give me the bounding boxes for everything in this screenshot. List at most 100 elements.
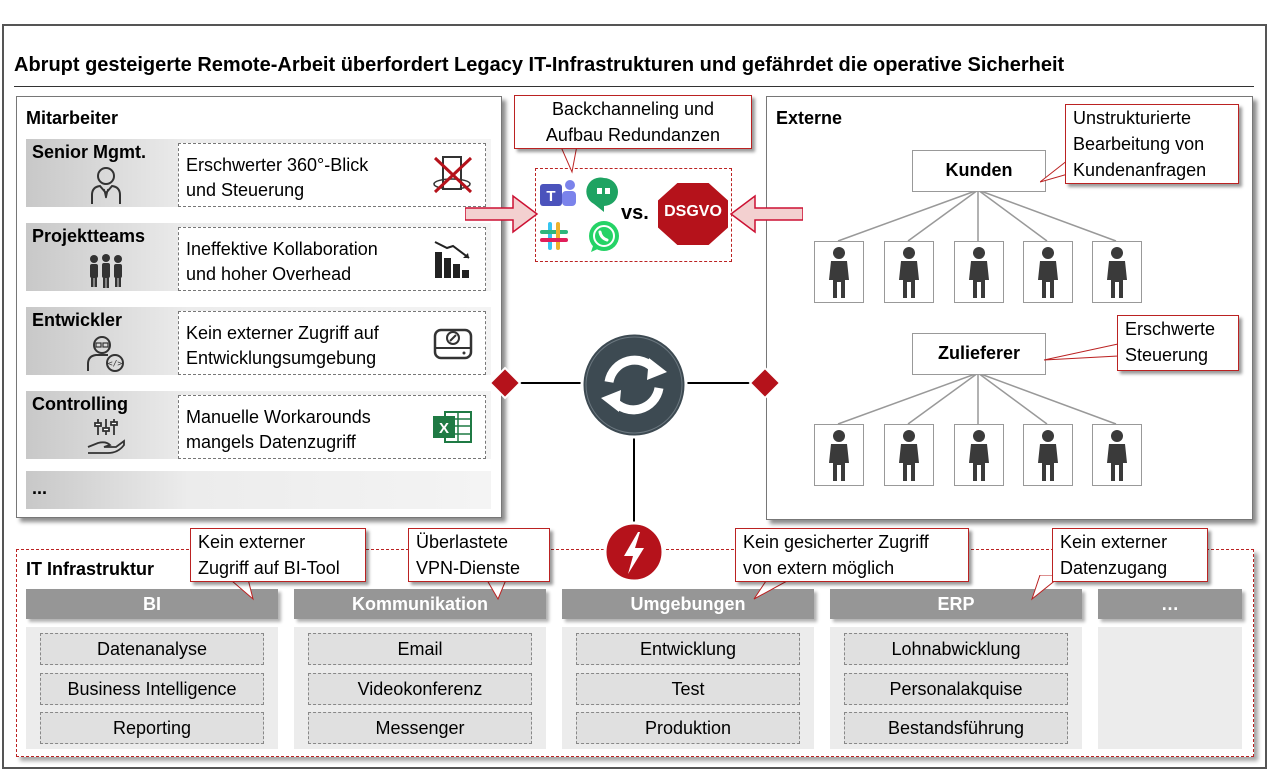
svg-text:</>: </> [108,359,123,368]
versus-label: vs. [621,202,649,224]
connector-diamond-right [748,366,782,400]
callout-line: Kein externer [198,532,306,552]
callout-line: Backchanneling und [551,99,715,119]
it-item: Test [576,673,800,705]
callout-zulieferer: Erschwerte Steuerung [1117,315,1239,371]
controlling-hand-icon [87,419,125,454]
callout-line: VPN-Dienste [416,558,521,578]
whatsapp-icon [589,221,619,252]
it-item: Bestandsführung [844,712,1068,744]
issue-line: mangels Datenzugriff [186,432,356,452]
callout-line: Zugriff auf BI-Tool [198,558,340,578]
issue-line: Ineffektive Kollaboration [186,239,378,259]
person-box [814,424,864,486]
it-column-header: Kommunikation [294,589,546,619]
svg-text:T: T [546,188,555,205]
it-item: Business Intelligence [40,673,264,705]
it-column-header: ERP [830,589,1082,619]
arrow-left-icon [729,194,803,234]
it-item: Lohnabwicklung [844,633,1068,665]
person-box [814,241,864,303]
sync-hub-icon [580,331,688,439]
role-name: Senior Mgmt. [32,142,147,162]
role-controlling: Controlling Manuelle Workarounds mangels … [26,391,491,459]
stop-sign-icon [656,181,730,247]
person-icon [829,430,849,481]
role-entwickler: Entwickler </> Kein externer Zugriff auf… [26,307,491,375]
it-column-body [1098,627,1242,749]
person-icon [829,247,849,298]
role-name: Entwickler [32,310,123,330]
callout-line: Kundenanfragen [1073,160,1207,180]
role-name: Projektteams [32,226,146,246]
it-title: IT Infrastruktur [26,559,155,579]
issue-box: Ineffektive Kollaboration und hoher Overh… [178,227,486,291]
title-divider [14,86,1254,87]
it-column-header: Umgebungen [562,589,814,619]
person-box [1023,241,1073,303]
role-projektteams: Projektteams Ineffektive Kollaboration un… [26,223,491,291]
mitarbeiter-panel: Mitarbeiter Senior Mgmt. Erschwerter 360… [16,96,502,518]
callout-bi: Kein externer Zugriff auf BI-Tool [190,528,366,582]
person-box [1092,241,1142,303]
callout-line: Bearbeitung von [1073,134,1205,154]
callout-pointer [1043,343,1119,361]
it-item: Videokonferenz [308,673,532,705]
excel-icon: X [433,411,472,443]
issue-box: Manuelle Workarounds mangels Datenzugriff… [178,395,486,459]
it-item: Datenanalyse [40,633,264,665]
person-box [884,424,934,486]
zulieferer-box: Zulieferer [912,333,1046,375]
it-column-header: … [1098,589,1242,619]
it-item: Email [308,633,532,665]
callout-erp: Kein externer Datenzugang [1052,528,1208,582]
arrow-right-icon [465,194,539,234]
issue-line: Kein externer Zugriff auf [186,323,379,343]
slide-frame [2,24,1267,769]
crossed-out-360-view-icon [433,156,473,194]
kunden-box: Kunden [912,150,1046,192]
issue-line: und Steuerung [186,180,305,200]
callout-line: Datenzugang [1060,558,1168,578]
callout-line: Kein gesicherter Zugriff [743,532,929,552]
callout-line: Überlastete [416,532,509,552]
person-box [1023,424,1073,486]
person-icon [1038,247,1058,298]
slack-icon [540,222,568,250]
it-item: Produktion [576,712,800,744]
manager-icon [91,167,121,204]
it-item: Entwicklung [576,633,800,665]
issue-line: Entwicklungsumgebung [186,348,377,368]
issue-line: und hoher Overhead [186,264,352,284]
externe-title: Externe [776,108,843,128]
person-icon [1107,430,1127,481]
declining-bar-chart-icon [434,241,470,278]
person-icon [1107,247,1127,298]
callout-kommunikation: Überlastete VPN-Dienste [408,528,550,582]
person-box [884,241,934,303]
hangouts-icon [586,177,618,212]
it-item: Personalakquise [844,673,1068,705]
callout-line: Erschwerte [1125,319,1216,339]
callout-line: Kein externer [1060,532,1168,552]
callout-umgebungen: Kein gesicherter Zugriff von extern mögl… [735,528,969,582]
person-icon [969,247,989,298]
developer-icon: </> [87,336,124,372]
role-name: Controlling [32,394,128,414]
hard-drive-icon [433,328,473,360]
person-box [954,241,1004,303]
svg-text:X: X [439,420,449,437]
teams-icon: T [540,180,576,206]
callout-kunden: Unstrukturierte Bearbeitung von Kundenan… [1065,104,1239,184]
mitarbeiter-title: Mitarbeiter [26,108,119,128]
page-title: Abrupt gesteigerte Remote-Arbeit überfor… [14,54,1065,76]
person-icon [899,430,919,481]
issue-line: Manuelle Workarounds [186,407,371,427]
callout-line: von extern möglich [743,558,895,578]
